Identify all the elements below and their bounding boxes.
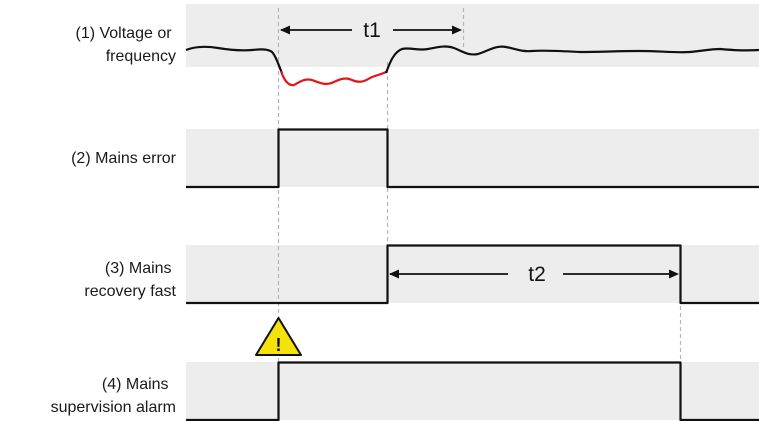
band-voltage [186, 4, 759, 67]
t2-arrowhead-right [669, 269, 679, 279]
supervision-alarm-trace [186, 361, 759, 421]
mains-recovery-trace [186, 244, 759, 305]
t2-label: t2 [528, 263, 546, 286]
voltage-trace [185, 45, 284, 74]
t1-arrowhead-right [452, 25, 462, 35]
band-mains-error [186, 129, 759, 187]
svg-text:!: ! [276, 335, 282, 355]
signal-label-voltage: (1) Voltage or frequency [75, 25, 176, 65]
voltage-fault-trace [279, 70, 387, 87]
signal-label-supervision-alarm: (4) Mains supervision alarm [51, 376, 176, 416]
t2-arrowhead-left [389, 269, 399, 279]
t1-label: t1 [363, 19, 381, 42]
voltage-recovery-trace [384, 45, 759, 74]
t1-arrowhead-left [280, 25, 290, 35]
warning-triangle-icon: ! [255, 317, 302, 356]
band-supervision-alarm [186, 362, 759, 420]
signal-label-mains-recovery: (3) Mains recovery fast [84, 260, 176, 300]
mains-error-trace [186, 128, 759, 189]
signal-label-mains-error: (2) Mains error [71, 150, 177, 167]
